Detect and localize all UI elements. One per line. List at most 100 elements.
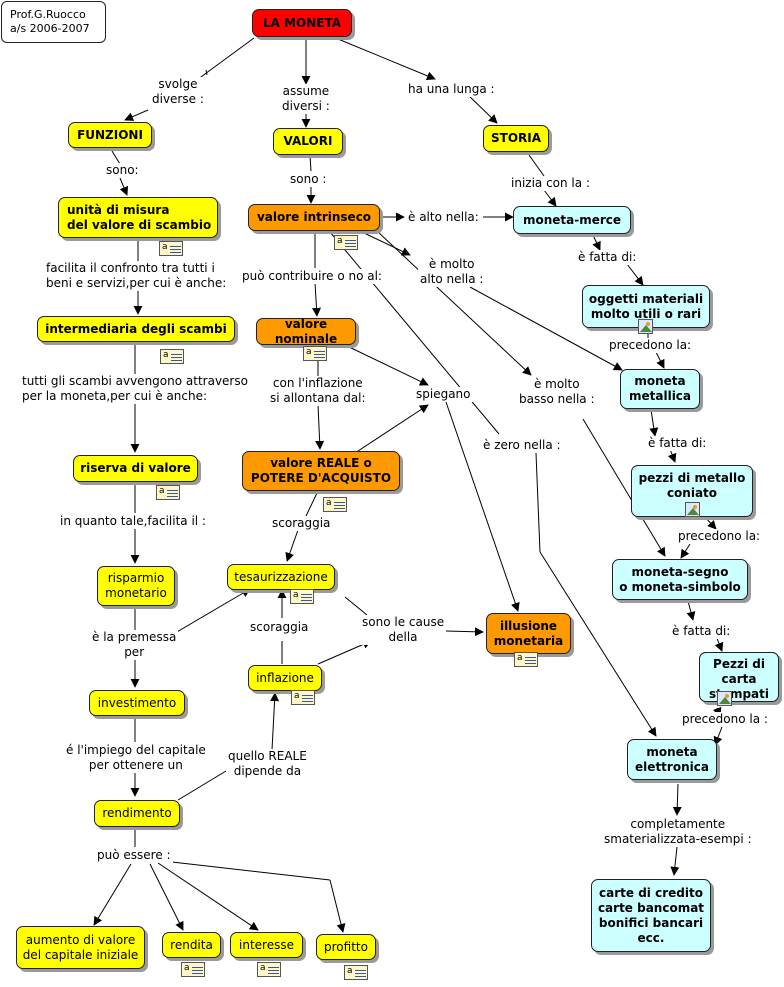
note-icon[interactable]: a: [344, 965, 368, 980]
node-label-line: metallica: [628, 389, 692, 403]
note-icon[interactable]: a: [323, 497, 347, 512]
node-label: moneta-merce: [522, 212, 622, 227]
node-carte-credito[interactable]: carte di credito carte bancomat bonifici…: [591, 879, 711, 952]
node-intermediaria[interactable]: intermediaria degli scambi: [37, 316, 235, 342]
node-label-line: elettronica: [635, 759, 709, 774]
node-label-line: coniato: [666, 486, 718, 500]
image-icon[interactable]: [638, 319, 653, 334]
node-label: FUNZIONI: [77, 127, 143, 142]
node-label-line: risparmio: [107, 571, 165, 585]
link-e-fatta-di-1: è fatta di:: [576, 250, 639, 265]
node-label-line: moneta: [634, 374, 686, 388]
link-precedono-la-3: precedono la :: [680, 712, 770, 727]
node-label-line: unità di misura: [67, 202, 170, 217]
link-scoraggia-1: scoraggia: [270, 516, 333, 531]
node-storia[interactable]: STORIA: [483, 125, 549, 152]
image-icon[interactable]: [717, 691, 732, 706]
node-label-line: carte bancomat: [597, 900, 705, 915]
note-icon[interactable]: a: [160, 349, 184, 364]
link-ha-una-lunga: ha una lunga :: [406, 82, 497, 97]
node-label-line: POTERE D'ACQUISTO: [250, 471, 392, 485]
node-label: inflazione: [256, 670, 314, 685]
node-label: rendimento: [102, 806, 172, 820]
note-icon[interactable]: a: [514, 652, 538, 667]
node-label-line: illusione: [499, 618, 558, 633]
node-label-line: aumento di valore: [25, 932, 136, 947]
node-inflazione[interactable]: inflazione: [248, 665, 322, 691]
note-icon[interactable]: a: [156, 485, 180, 500]
node-label: tesaurizzazione: [234, 569, 328, 584]
link-puo-contribuire: può contribuire o no al:: [240, 269, 384, 284]
node-label-line: o moneta-simbolo: [619, 579, 741, 594]
note-icon[interactable]: a: [290, 589, 314, 604]
node-label-line: del valore di scambio: [67, 217, 212, 232]
node-label: investimento: [97, 695, 177, 710]
node-label: valore nominale: [274, 316, 338, 346]
author-name: Prof.G.Ruocco: [10, 8, 86, 21]
node-investimento[interactable]: investimento: [89, 690, 185, 716]
node-label-line: monetaria: [493, 633, 564, 648]
node-label: intermediaria degli scambi: [45, 321, 227, 336]
link-e-fatta-di-2: è fatta di:: [646, 436, 709, 451]
note-icon[interactable]: a: [291, 690, 315, 705]
node-rendimento[interactable]: rendimento: [94, 800, 180, 827]
node-profitto[interactable]: profitto: [316, 934, 376, 960]
node-label-line: moneta-segno: [631, 564, 729, 579]
node-valore-intrinseco[interactable]: valore intrinseco: [248, 204, 380, 231]
node-valori[interactable]: VALORI: [273, 128, 343, 155]
note-icon[interactable]: a: [334, 235, 358, 250]
link-e-fatta-di-3: è fatta di:: [670, 624, 733, 639]
note-icon[interactable]: a: [181, 962, 205, 977]
note-icon[interactable]: a: [303, 346, 327, 361]
node-moneta-merce[interactable]: moneta-merce: [513, 206, 631, 234]
node-tesaurizzazione[interactable]: tesaurizzazione: [227, 564, 335, 590]
node-la-moneta[interactable]: LA MONETA: [252, 9, 352, 37]
node-rendita[interactable]: rendita: [162, 932, 221, 958]
node-riserva-valore[interactable]: riserva di valore: [73, 455, 198, 482]
node-label: VALORI: [283, 134, 333, 148]
link-sono-funzioni: sono:: [104, 163, 141, 178]
node-label-line: pezzi di metallo: [638, 471, 746, 485]
link-precedono-la-2: precedono la:: [676, 529, 763, 544]
node-label-line: valore REALE o: [270, 456, 372, 470]
image-icon[interactable]: [685, 502, 700, 517]
node-funzioni[interactable]: FUNZIONI: [68, 122, 152, 148]
link-e-zero-nella: è zero nella :: [481, 438, 563, 453]
link-sono-valori: sono :: [288, 172, 329, 187]
node-label-line: moneta: [646, 744, 698, 759]
node-label-line: bonifici bancari: [598, 915, 704, 930]
node-label-line: Pezzi di carta: [713, 657, 765, 686]
node-interesse[interactable]: interesse: [230, 932, 303, 958]
node-label: profitto: [324, 939, 368, 954]
node-label-line: stampati: [708, 687, 770, 701]
node-label: rendita: [170, 937, 213, 952]
note-icon[interactable]: a: [159, 241, 183, 256]
school-year: a/s 2006-2007: [10, 22, 90, 35]
node-label: riserva di valore: [80, 461, 191, 475]
note-icon[interactable]: a: [257, 962, 281, 977]
node-valore-nominale[interactable]: valore nominale: [256, 316, 356, 346]
link-in-quanto-tale: in quanto tale,facilita il :: [58, 514, 208, 529]
